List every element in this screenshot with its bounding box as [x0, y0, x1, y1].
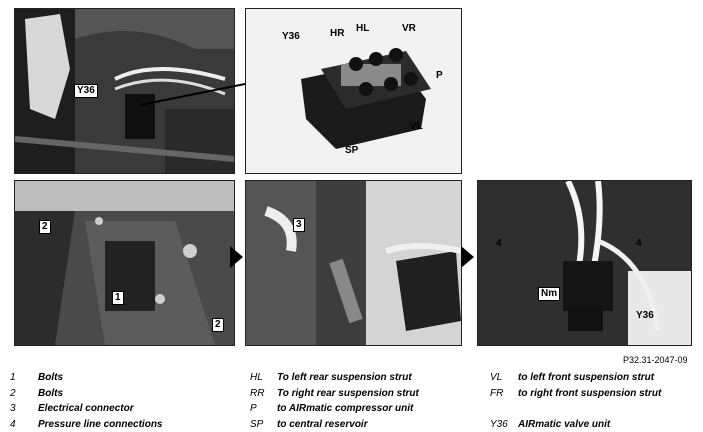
legend-row: FR to right front suspension strut: [490, 386, 661, 402]
legend-key: 2: [10, 387, 16, 399]
callout-y36-br: Y36: [636, 310, 654, 321]
legend-key: FR: [490, 387, 504, 399]
callout-y36-detail: Y36: [282, 31, 300, 42]
photo-valve-detail: [245, 8, 462, 174]
legend-row: [490, 401, 661, 417]
callout-hr: HR: [330, 28, 345, 39]
callout-p: P: [436, 70, 443, 81]
legend-row: RR To right rear suspension strut: [250, 386, 419, 402]
legend-row: 4 Pressure line connections: [10, 417, 238, 432]
legend-row: SP to central reservoir: [250, 417, 419, 432]
leader-line: [140, 82, 250, 106]
photo-bottom-right: [477, 180, 692, 346]
legend-key: [490, 401, 518, 417]
legend-key: 3: [10, 403, 16, 414]
legend-row: Y36 AIRmatic valve unit: [490, 417, 661, 432]
legend-row: 2 Bolts: [10, 386, 238, 402]
legend-key: SP: [250, 418, 264, 430]
callout-2-a: 2: [39, 220, 51, 234]
photo-top-left: [14, 8, 235, 174]
legend-row: VL to left front suspension strut: [490, 370, 661, 386]
legend-key: Y36: [490, 418, 508, 430]
legend-text: to central reservoir: [277, 418, 368, 430]
legend-key: P: [250, 403, 257, 414]
legend-text: Bolts: [38, 372, 63, 383]
callout-vl: VL: [410, 121, 423, 132]
legend-text: Electrical connector: [38, 403, 134, 414]
legend-key: 4: [10, 418, 16, 430]
photo-bottom-middle: [245, 180, 462, 346]
callout-3: 3: [293, 218, 305, 232]
legend-row: 1 Bolts: [10, 370, 238, 386]
callout-2-b: 2: [212, 318, 224, 332]
legend-text: To right rear suspension strut: [277, 387, 419, 399]
callout-1: 1: [112, 291, 124, 305]
callout-4-a: 4: [496, 238, 502, 249]
legend-row: HL To left rear suspension strut: [250, 370, 419, 386]
legend-text: Bolts: [38, 387, 63, 399]
legend-key: HL: [250, 372, 263, 383]
legend-text: AIRmatic valve unit: [518, 418, 611, 430]
legend-text: to left front suspension strut: [518, 372, 655, 383]
legend-row: 3 Electrical connector: [10, 401, 238, 417]
legend-key: 1: [10, 372, 16, 383]
callout-hl: HL: [356, 23, 370, 34]
legend-column-2: HL To left rear suspension strut RR To rig…: [250, 370, 419, 432]
legend-text: To left rear suspension strut: [277, 372, 412, 383]
photo-bottom-left: [14, 180, 235, 346]
legend-text: to AIRmatic compressor unit: [277, 403, 414, 414]
arrow-right-icon: [230, 246, 243, 268]
legend-key: RR: [250, 387, 265, 399]
legend-key: VL: [490, 372, 503, 383]
callout-sp: SP: [345, 145, 359, 156]
callout-nm: Nm: [538, 287, 561, 301]
arrow-right-icon: [461, 246, 474, 268]
legend-text: Pressure line connections: [38, 418, 163, 430]
callout-4-b: 4: [636, 238, 642, 249]
legend-column-3: VL to left front suspension strut FR to ri…: [490, 370, 661, 432]
figure-reference: P32.31-2047-09: [623, 355, 688, 365]
callout-y36-topleft: Y36: [74, 84, 98, 98]
callout-vr: VR: [402, 23, 416, 34]
legend-text: to right front suspension strut: [518, 387, 662, 399]
